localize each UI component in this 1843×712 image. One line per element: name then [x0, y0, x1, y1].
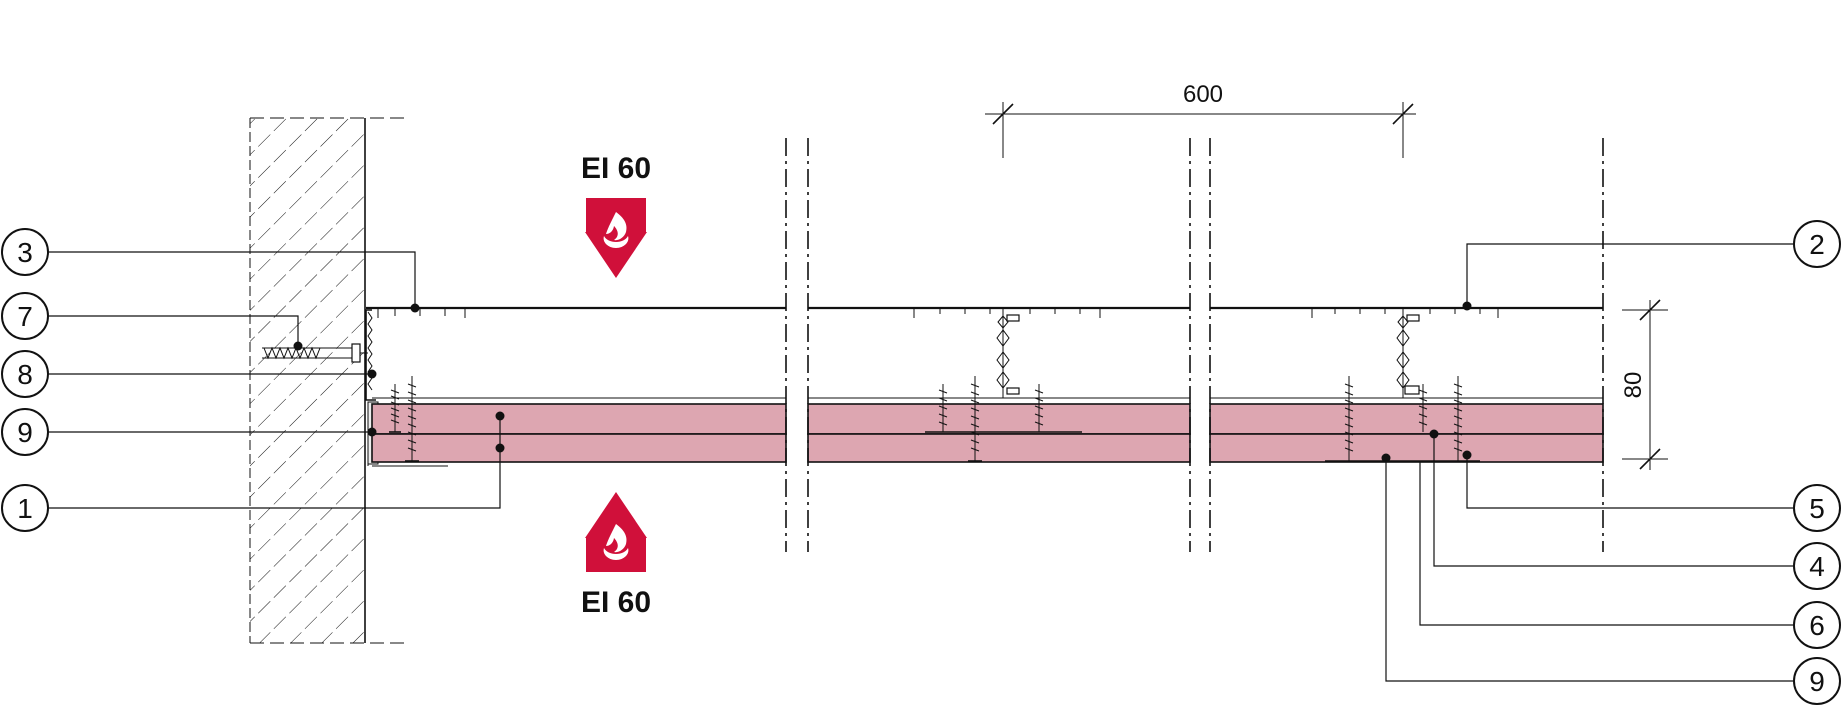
leader-lines	[48, 243, 1795, 682]
callout-right-4: 6	[1793, 601, 1841, 649]
thickness-dimension: 80	[1620, 299, 1668, 470]
svg-text:8: 8	[17, 359, 33, 390]
gypsum-board-layer-1	[371, 403, 787, 435]
svg-text:3: 3	[17, 237, 33, 268]
callout-left-5: 1	[1, 484, 49, 532]
callout-right-3: 4	[1793, 542, 1841, 590]
gypsum-board-layer-2	[371, 433, 787, 463]
hanger	[996, 308, 1020, 398]
fire-rating-top-label: EI 60	[581, 152, 651, 185]
svg-text:9: 9	[17, 417, 33, 448]
callout-left-1: 3	[1, 228, 49, 276]
break-lines	[785, 138, 1604, 552]
ceiling-assembly	[366, 306, 1604, 463]
hanger	[1396, 308, 1420, 398]
fire-rating-bottom-label: EI 60	[581, 586, 651, 619]
svg-text:9: 9	[1809, 666, 1825, 697]
flame-icon	[603, 524, 629, 560]
wall-anchor	[262, 343, 368, 363]
svg-text:4: 4	[1809, 551, 1825, 582]
screw	[938, 376, 1044, 462]
spacing-dimension-label: 600	[1183, 81, 1223, 108]
svg-text:1: 1	[17, 493, 33, 524]
fire-rating-top: EI 60	[581, 152, 651, 278]
callout-right-2: 5	[1793, 484, 1841, 532]
svg-text:6: 6	[1809, 610, 1825, 641]
callout-right-5: 9	[1793, 657, 1841, 705]
svg-text:7: 7	[17, 301, 33, 332]
thickness-dimension-label: 80	[1620, 372, 1647, 399]
callout-left-4: 9	[1, 408, 49, 456]
screw	[389, 376, 419, 462]
masonry-wall	[249, 117, 405, 644]
svg-text:2: 2	[1809, 229, 1825, 260]
fire-rating-bottom: EI 60	[581, 492, 651, 619]
callout-right-1: 2	[1793, 220, 1841, 268]
callout-left-2: 7	[1, 292, 49, 340]
fire-arrow-down-icon	[585, 198, 647, 278]
spacing-dimension: 600	[985, 81, 1416, 158]
callout-left-3: 8	[1, 350, 49, 398]
screw	[1344, 376, 1463, 461]
svg-text:5: 5	[1809, 493, 1825, 524]
flame-icon	[603, 212, 629, 248]
